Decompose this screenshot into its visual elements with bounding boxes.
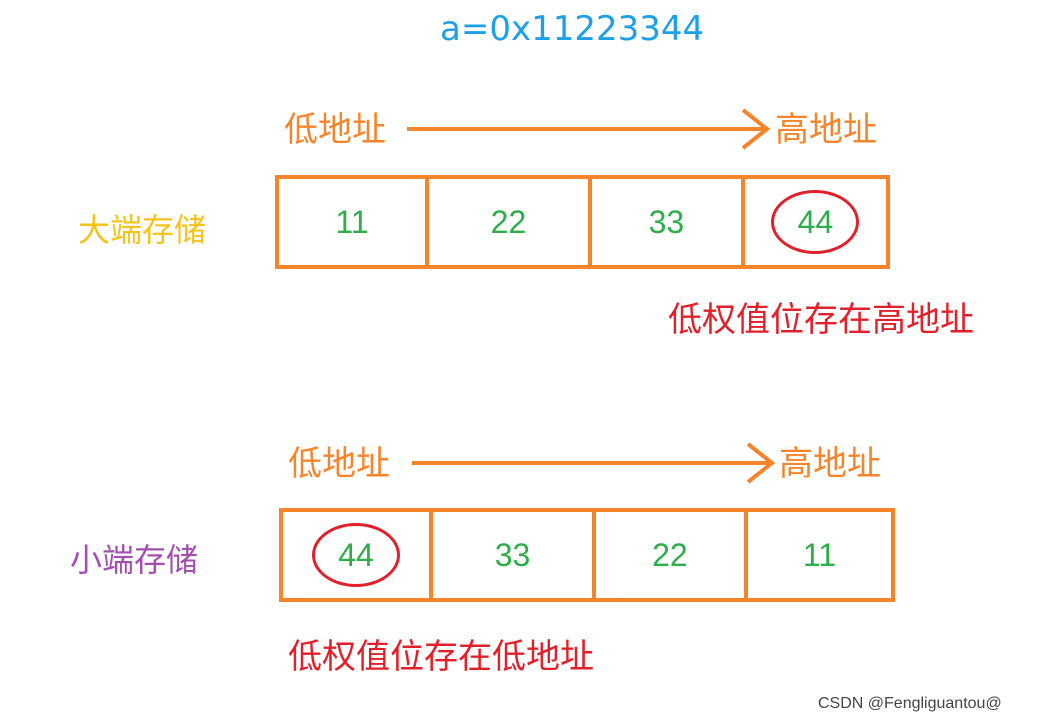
little-cell-value: 44 [338,536,374,573]
big-cell-2: 22 [425,179,588,265]
little-endian-label: 小端存储 [70,541,199,579]
big-highlight-circle [771,190,860,254]
big-cell-value: 11 [335,203,369,240]
big-endian-label: 大端存储 [78,211,207,249]
big-endian-memory-row: 11 22 33 44 [275,175,890,269]
little-cell-3: 22 [591,512,744,598]
big-cell-1: 11 [279,179,425,265]
little-cell-4: 11 [743,512,891,598]
big-endian-note: 低权值位存在高地址 [668,300,974,340]
little-endian-memory-row: 44 33 22 11 [279,508,895,602]
little-cell-value: 22 [652,536,688,573]
little-cell-value: 11 [802,536,837,573]
big-cell-4: 44 [740,179,886,265]
diagram-title: a=0x11223344 [440,9,705,49]
big-cell-value: 33 [648,203,685,240]
little-high-address-label: 高地址 [779,444,881,484]
big-arrow-head [741,108,771,150]
little-address-arrow [412,442,776,484]
little-highlight-circle [312,523,401,587]
big-cell-3: 33 [587,179,741,265]
big-cell-value: 22 [490,203,527,240]
little-endian-note: 低权值位存在低地址 [288,637,594,677]
little-cell-1: 44 [283,512,429,598]
big-address-arrow [407,108,771,150]
big-low-address-label: 低地址 [284,110,386,150]
little-arrow-head [746,442,776,484]
little-low-address-label: 低地址 [288,444,390,484]
little-cell-2: 33 [429,512,592,598]
little-cell-value: 33 [494,536,531,573]
watermark: CSDN @Fengliguantou@ [818,695,1002,712]
big-cell-value: 44 [797,203,834,240]
big-high-address-label: 高地址 [775,110,877,150]
